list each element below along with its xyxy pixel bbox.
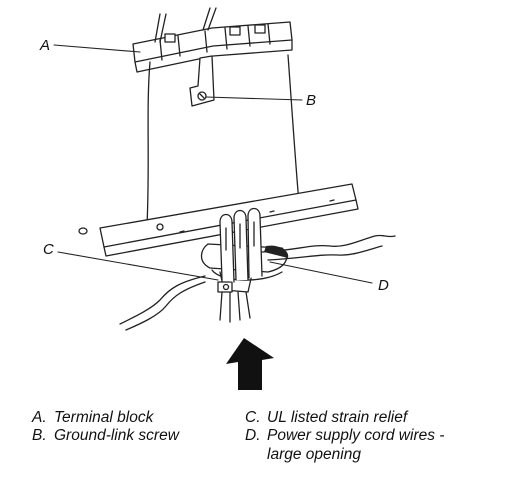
strain-relief-clamp: [264, 245, 289, 258]
ground-link-screw: [189, 55, 215, 107]
legend-d-continued: large opening: [267, 445, 361, 464]
supply-cable: [219, 291, 251, 323]
wiring-diagram: A B C D: [39, 7, 396, 390]
legend-d: D. Power supply cord wires -: [245, 426, 444, 445]
legend-b: B. Ground-link screw: [32, 426, 179, 445]
legend-d-text-line1: Power supply cord wires -: [267, 427, 445, 444]
leader-lines: [53, 44, 373, 284]
legend-c-key: C.: [245, 409, 261, 426]
legend-c-text: UL listed strain relief: [267, 409, 408, 426]
up-arrow-icon: [226, 338, 274, 390]
terminal-wires: [154, 7, 217, 43]
legend-a: A. Terminal block: [32, 408, 153, 427]
callout-c: C: [43, 241, 54, 258]
legend-b-text: Ground-link screw: [54, 427, 179, 444]
legend-d-text-line2: large opening: [267, 446, 361, 463]
leader-c: [57, 251, 219, 281]
legend-b-key: B.: [32, 427, 47, 444]
external-wires: [119, 234, 396, 331]
legend-a-key: A.: [32, 409, 47, 426]
callout-d: D: [378, 277, 389, 294]
terminal-block: [132, 21, 293, 73]
callout-a: A: [39, 37, 50, 54]
power-cord-wires: [219, 207, 263, 283]
legend-a-text: Terminal block: [54, 409, 154, 426]
leader-d: [269, 261, 373, 284]
leader-b: [205, 96, 303, 101]
callout-b: B: [306, 92, 316, 109]
leader-a: [53, 44, 141, 53]
legend-d-key: D.: [245, 427, 261, 444]
legend-c: C. UL listed strain relief: [245, 408, 407, 427]
back-panel: [146, 54, 300, 226]
